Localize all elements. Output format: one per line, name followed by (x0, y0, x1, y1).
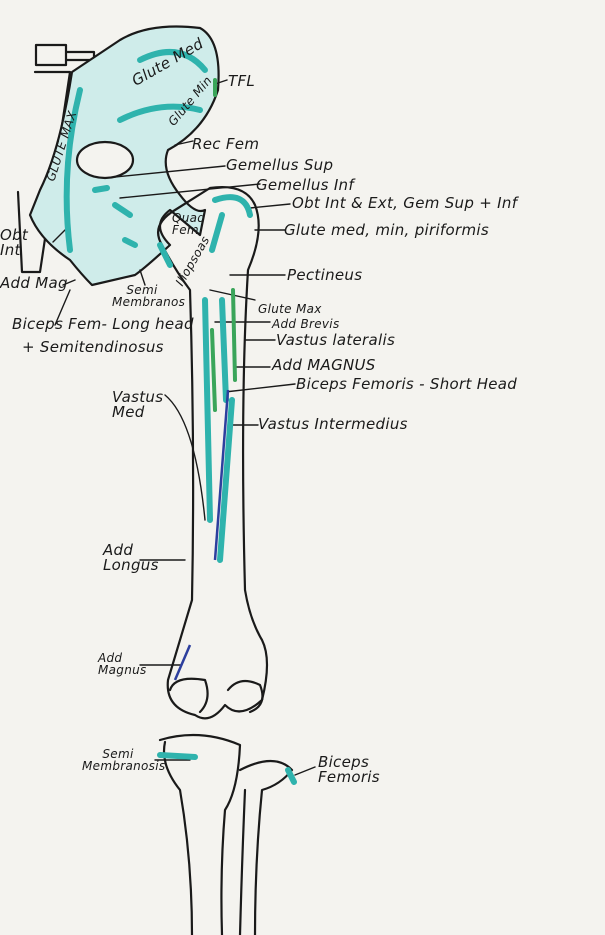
label-gemellus-inf: Gemellus Inf (256, 176, 354, 194)
label-vastus-med: Vastus Med (112, 388, 164, 421)
label-glute-med-min-piriformis: Glute med, min, piriformis (284, 221, 489, 239)
femur-outline (157, 186, 269, 720)
label-add-magnus-lower: Add Magnus (98, 651, 147, 677)
femoral-condyles (168, 677, 264, 714)
green-attachments (210, 78, 237, 412)
label-biceps-short: Biceps Femoris - Short Head (296, 375, 518, 393)
label-semitendinosus: + Semitendinosus (22, 338, 164, 356)
tibia (158, 733, 242, 935)
label-rec-fem: Rec Fem (192, 135, 260, 153)
label-pectineus: Pectineus (287, 266, 363, 284)
label-semi-membranosis-knee: Semi Membranosis (82, 747, 166, 773)
label-quad-fem: Quad Fem (172, 211, 206, 237)
label-obt-int-ext: Obt Int & Ext, Gem Sup + Inf (292, 194, 518, 212)
label-tfl: TFL (228, 72, 256, 90)
fibula (238, 759, 294, 935)
obturator-foramen (75, 140, 135, 180)
label-biceps-fem-long: Biceps Fem- Long head (12, 315, 194, 333)
label-semi-membranosus-pelvis: Semi Membranos (112, 283, 186, 309)
label-biceps-femoris-knee: Biceps Femoris (318, 753, 380, 786)
blue-attachments (173, 389, 230, 681)
label-vastus-lateralis: Vastus lateralis (276, 331, 396, 349)
label-vastus-intermedius: Vastus Intermedius (258, 415, 408, 433)
label-add-longus: Add Longus (103, 541, 159, 574)
label-add-mag-pelvis: Add Mag (0, 274, 68, 292)
muscle-attachments (63, 49, 297, 785)
label-gemellus-sup: Gemellus Sup (226, 156, 334, 174)
label-add-brevis: Add Brevis (272, 317, 340, 331)
label-obt-int: Obt Int (0, 226, 29, 259)
label-add-magnus-upper: Add MAGNUS (272, 356, 376, 374)
sacrum (16, 43, 96, 274)
label-glute-max-femur: Glute Max (258, 302, 322, 316)
